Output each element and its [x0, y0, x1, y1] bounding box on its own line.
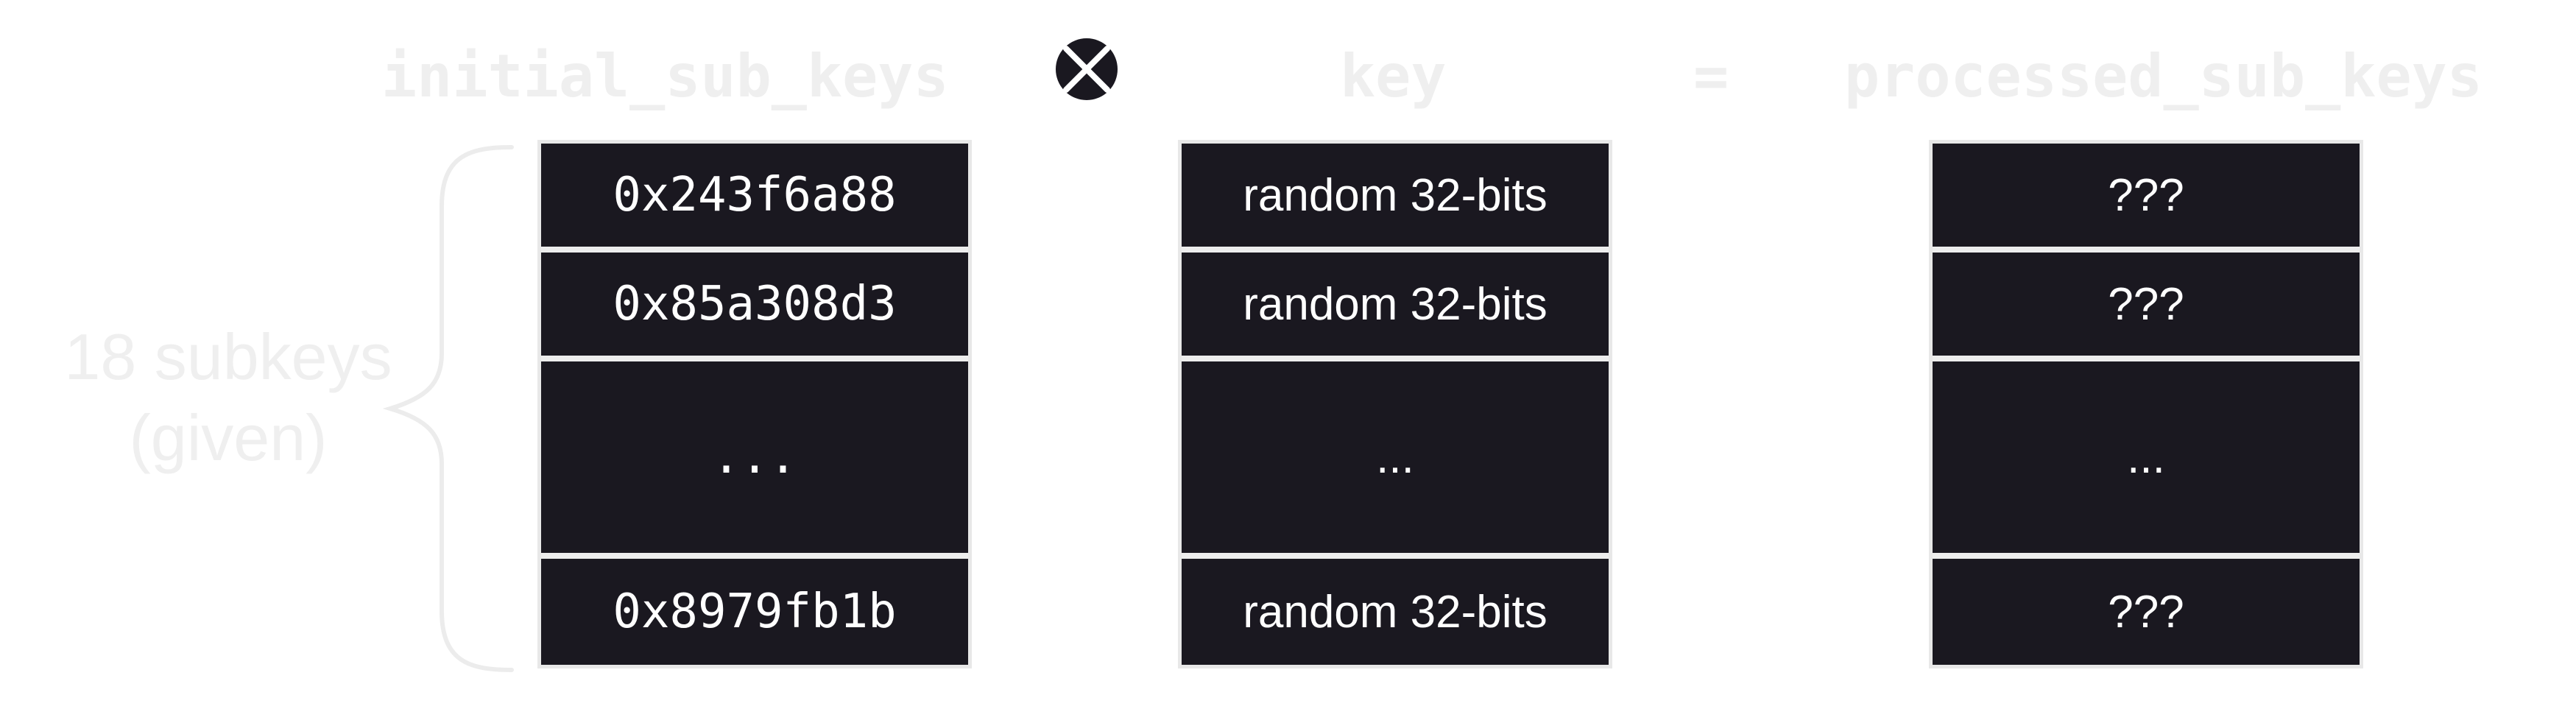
key-column: random 32-bits random 32-bits ... random… [1178, 140, 1612, 668]
initial-sub-keys-column: 0x243f6a88 0x85a308d3 ... 0x8979fb1b [537, 140, 972, 668]
header-initial-sub-keys: initial_sub_keys [381, 42, 949, 110]
equals-sign: = [1693, 42, 1729, 110]
subkeys-count-label: 18 subkeys (given) [29, 317, 427, 479]
processed-sub-keys-column: ??? ??? ... ??? [1929, 140, 2363, 668]
initial-sub-key-cell: 0x243f6a88 [541, 144, 968, 247]
header-processed-sub-keys: processed_sub_keys [1844, 42, 2483, 110]
initial-sub-key-cell: 0x8979fb1b [541, 559, 968, 665]
key-cell: random 32-bits [1182, 253, 1609, 356]
processed-sub-key-cell: ??? [1933, 559, 2360, 665]
initial-sub-key-cell: 0x85a308d3 [541, 253, 968, 356]
key-ellipsis-cell: ... [1182, 361, 1609, 553]
initial-sub-key-ellipsis-cell: ... [541, 361, 968, 553]
subkeys-count-line1: 18 subkeys [64, 320, 392, 393]
key-cell: random 32-bits [1182, 559, 1609, 665]
header-key: key [1340, 42, 1447, 110]
curly-brace [383, 145, 514, 672]
subkeys-count-line2: (given) [129, 401, 328, 474]
processed-sub-key-cell: ??? [1933, 144, 2360, 247]
processed-sub-key-cell: ??? [1933, 253, 2360, 356]
processed-sub-key-ellipsis-cell: ... [1933, 361, 2360, 553]
xor-circle-icon [1053, 35, 1121, 103]
key-cell: random 32-bits [1182, 144, 1609, 247]
